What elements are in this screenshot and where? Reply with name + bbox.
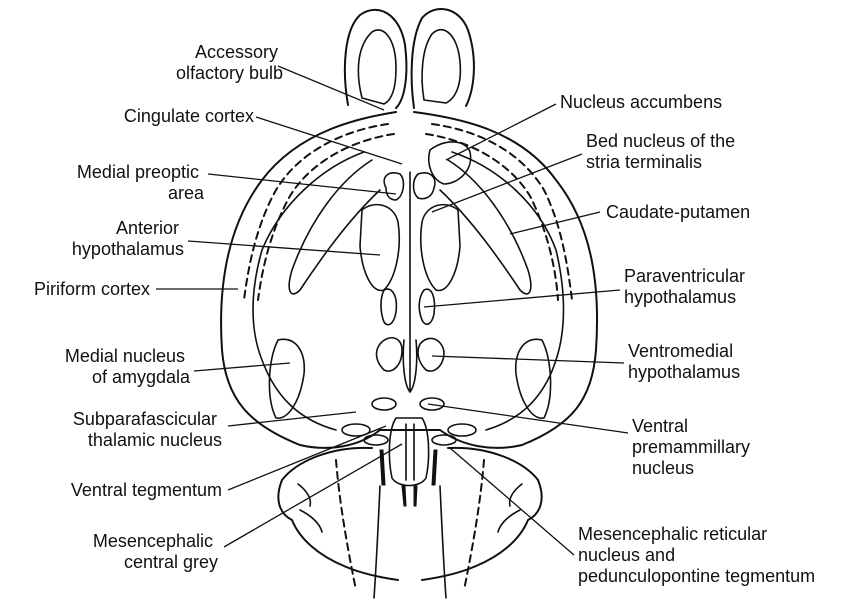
leader-nucleus-accumbens [446, 104, 556, 160]
cerebellum-dash-right [464, 460, 484, 590]
amygdala-right [516, 339, 551, 418]
preoptic-left [384, 173, 403, 200]
cerebellum-dash-left [336, 460, 356, 590]
hemisphere-outline [221, 112, 597, 448]
leader-medial-nucleus-of-amygdala [194, 363, 290, 371]
ventromedial-right [418, 338, 444, 371]
label-cingulate-cortex: Cingulate cortex [124, 106, 254, 126]
leader-accessory-olfactory-bulb [278, 66, 384, 110]
label-anterior-hypothalamus: Anterior hypothalamus [72, 218, 184, 259]
tegmentum-mid-left [402, 486, 406, 506]
nucleus-accumbens-shape [429, 142, 471, 184]
tegmentum-mid-right [414, 486, 417, 506]
label-ventral-premammillary-nucleus: Ventral premammillary nucleus [632, 416, 755, 478]
brainstem-right [440, 486, 446, 598]
label-mesencephalic-reticular-nucleus: Mesencephalic reticular nucleus and pedu… [578, 524, 815, 586]
small-nucleus-left [364, 435, 388, 445]
tegmentum-right [432, 450, 437, 485]
leader-mesencephalic-central-grey [224, 444, 402, 547]
preoptic-right [414, 173, 435, 199]
left-olfactory-bulb [345, 10, 407, 108]
piriform-dash-right-outer [432, 124, 572, 300]
cerebellum-right [422, 448, 542, 580]
label-mesencephalic-central-grey: Mesencephalic central grey [93, 531, 218, 572]
label-caudate-putamen: Caudate-putamen [606, 202, 750, 222]
label-subparafascicular-thalamic-nucleus: Subparafascicular thalamic nucleus [73, 409, 222, 450]
subparafascicular-right [448, 424, 476, 436]
label-paraventricular-hypothalamus: Paraventricular hypothalamus [624, 266, 750, 307]
right-olfactory-bulb [412, 9, 474, 108]
piriform-dash-left-inner [258, 134, 394, 300]
label-piriform-cortex: Piriform cortex [34, 279, 150, 299]
leader-ventral-tegmentum [228, 426, 386, 490]
label-accessory-olfactory-bulb: Accessory olfactory bulb [176, 42, 283, 83]
cerebellum-folds-left [298, 484, 322, 532]
ventromedial-left [377, 338, 402, 371]
label-medial-nucleus-of-amygdala: Medial nucleus of amygdala [65, 346, 191, 387]
leader-cingulate-cortex [256, 117, 402, 164]
leader-lines [156, 66, 628, 555]
brain-outline [221, 9, 597, 598]
central-aqueduct [406, 424, 414, 480]
leader-anterior-hypothalamus [188, 241, 380, 255]
label-ventromedial-hypothalamus: Ventromedial hypothalamus [628, 341, 740, 382]
premammillary-left [372, 398, 396, 410]
leader-subparafascicular [228, 412, 356, 426]
cerebellum-left [278, 448, 398, 580]
amygdala-left [269, 339, 304, 418]
labels: Accessory olfactory bulb Cingulate corte… [34, 42, 815, 586]
small-nucleus-right [432, 435, 456, 445]
anterior-hypothalamus-left [360, 205, 399, 291]
paraventricular-left [381, 289, 396, 325]
central-grey [389, 418, 428, 486]
label-bed-nucleus-stria-terminalis: Bed nucleus of the stria terminalis [586, 131, 740, 172]
leader-mesencephalic-reticular [450, 448, 574, 555]
anterior-hypothalamus-right [421, 205, 460, 291]
brainstem-left [374, 486, 380, 598]
cerebellum-folds-right [498, 484, 522, 532]
label-medial-preoptic-area: Medial preoptic area [77, 162, 205, 203]
right-olfactory-bulb-inner [422, 30, 460, 103]
label-ventral-tegmentum: Ventral tegmentum [71, 480, 222, 500]
left-olfactory-bulb-inner [358, 30, 396, 104]
label-nucleus-accumbens: Nucleus accumbens [560, 92, 722, 112]
